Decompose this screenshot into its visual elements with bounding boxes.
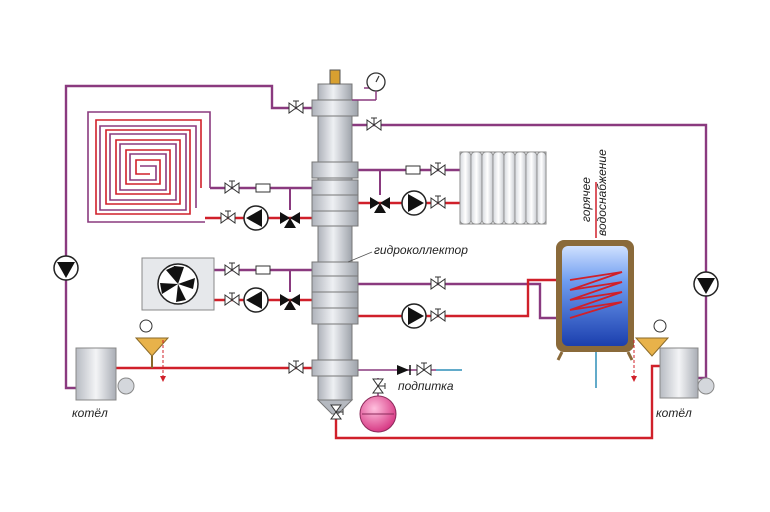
valve-icon: [372, 378, 386, 394]
valve-icon: [220, 210, 236, 224]
filter-icon: [255, 165, 421, 275]
air-vent-icon: [329, 69, 341, 85]
safety-group-right: [631, 319, 670, 382]
expansion-tank: [359, 395, 397, 433]
boiler-left: [75, 347, 135, 401]
valve-icon: [224, 292, 240, 306]
thermometer-icon: [366, 72, 386, 92]
underfloor-heating-coil: [87, 111, 211, 223]
boiler-left-label: котёл: [72, 406, 108, 420]
return-pipe-right-outer: [352, 123, 708, 380]
check-valve-icon: [397, 365, 411, 375]
valve-icon: [288, 100, 304, 114]
three-way-valve-icon: [280, 212, 300, 228]
valve-icon: [224, 262, 240, 276]
boiler-right: [659, 347, 715, 399]
boiler-right-label: котёл: [656, 406, 692, 420]
boiler-right-supply-pipe: [334, 364, 660, 440]
collector-label: гидроколлектор: [374, 243, 468, 257]
valve-icon: [430, 162, 446, 176]
valve-icon: [430, 276, 446, 290]
pump-icon: [693, 271, 719, 297]
fan-coil-unit: [141, 257, 215, 311]
three-way-valve-icon: [280, 294, 300, 310]
radiator: [459, 151, 547, 225]
three-way-valve-icon: [370, 197, 390, 213]
valve-icon: [224, 180, 240, 194]
hot-water-tank: [556, 240, 634, 361]
pump-icon: [53, 255, 79, 281]
valve-icon: [288, 360, 304, 374]
valve-icon: [430, 308, 446, 322]
pump-icon: [401, 303, 427, 329]
dhw-label-line1: горячее: [579, 177, 593, 222]
pump-icon: [243, 205, 269, 231]
valve-icon: [430, 195, 446, 209]
valve-icon: [416, 362, 432, 376]
valve-icon: [366, 117, 382, 131]
makeup-label: подпитка: [398, 379, 454, 393]
fan-icon: [157, 263, 199, 305]
tank-coil-return-pipe: [352, 282, 562, 320]
pump-icon: [401, 190, 427, 216]
dhw-label-line2: водоснабжение: [595, 149, 609, 236]
return-pipe-left-outer: [64, 84, 318, 390]
three-way-valves: [280, 170, 390, 310]
pump-icon: [243, 287, 269, 313]
tank-coil-supply-pipe: [352, 278, 562, 318]
hydro-collector: [311, 69, 359, 415]
safety-group-left: [134, 319, 170, 382]
